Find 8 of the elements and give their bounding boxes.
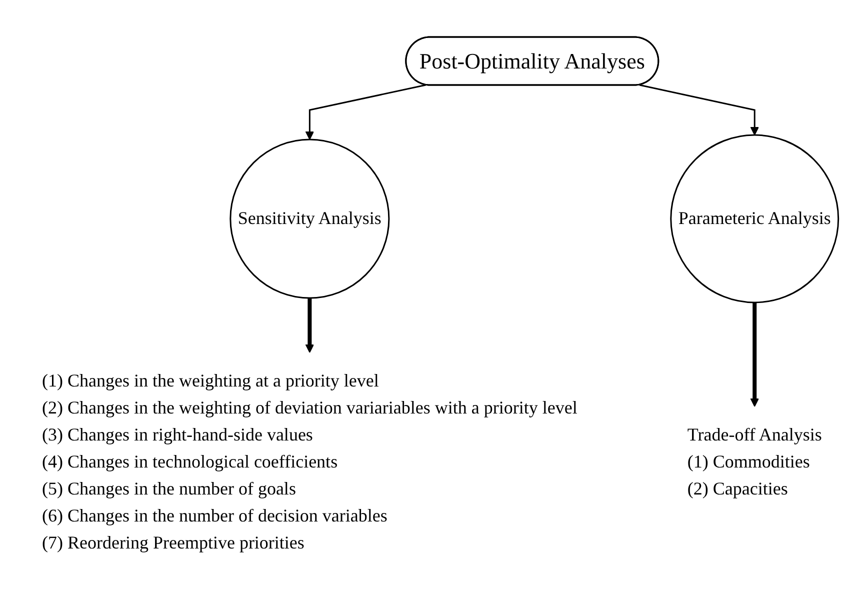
node-text: (1) Changes in the weighting at a priority level (2) Changes in the weighting of deviation variariables with a priority level (3) Changes in right-hand-side values (4) Changes in technological coefficients (5) Changes in the number of goals (6) Changes in the number of decision variables (7) Reordering Preemptive priorities	[42, 370, 577, 553]
arrow	[304, 84, 426, 140]
node-circle: Parameteric Analysis	[670, 134, 839, 304]
node-circle: Sensitivity Analysis	[229, 138, 390, 300]
arrow	[304, 298, 314, 354]
arrow	[750, 302, 759, 408]
node-text: Trade-off Analysis (1) Commodities (2) Capacities	[686, 424, 822, 499]
arrow	[638, 84, 759, 136]
